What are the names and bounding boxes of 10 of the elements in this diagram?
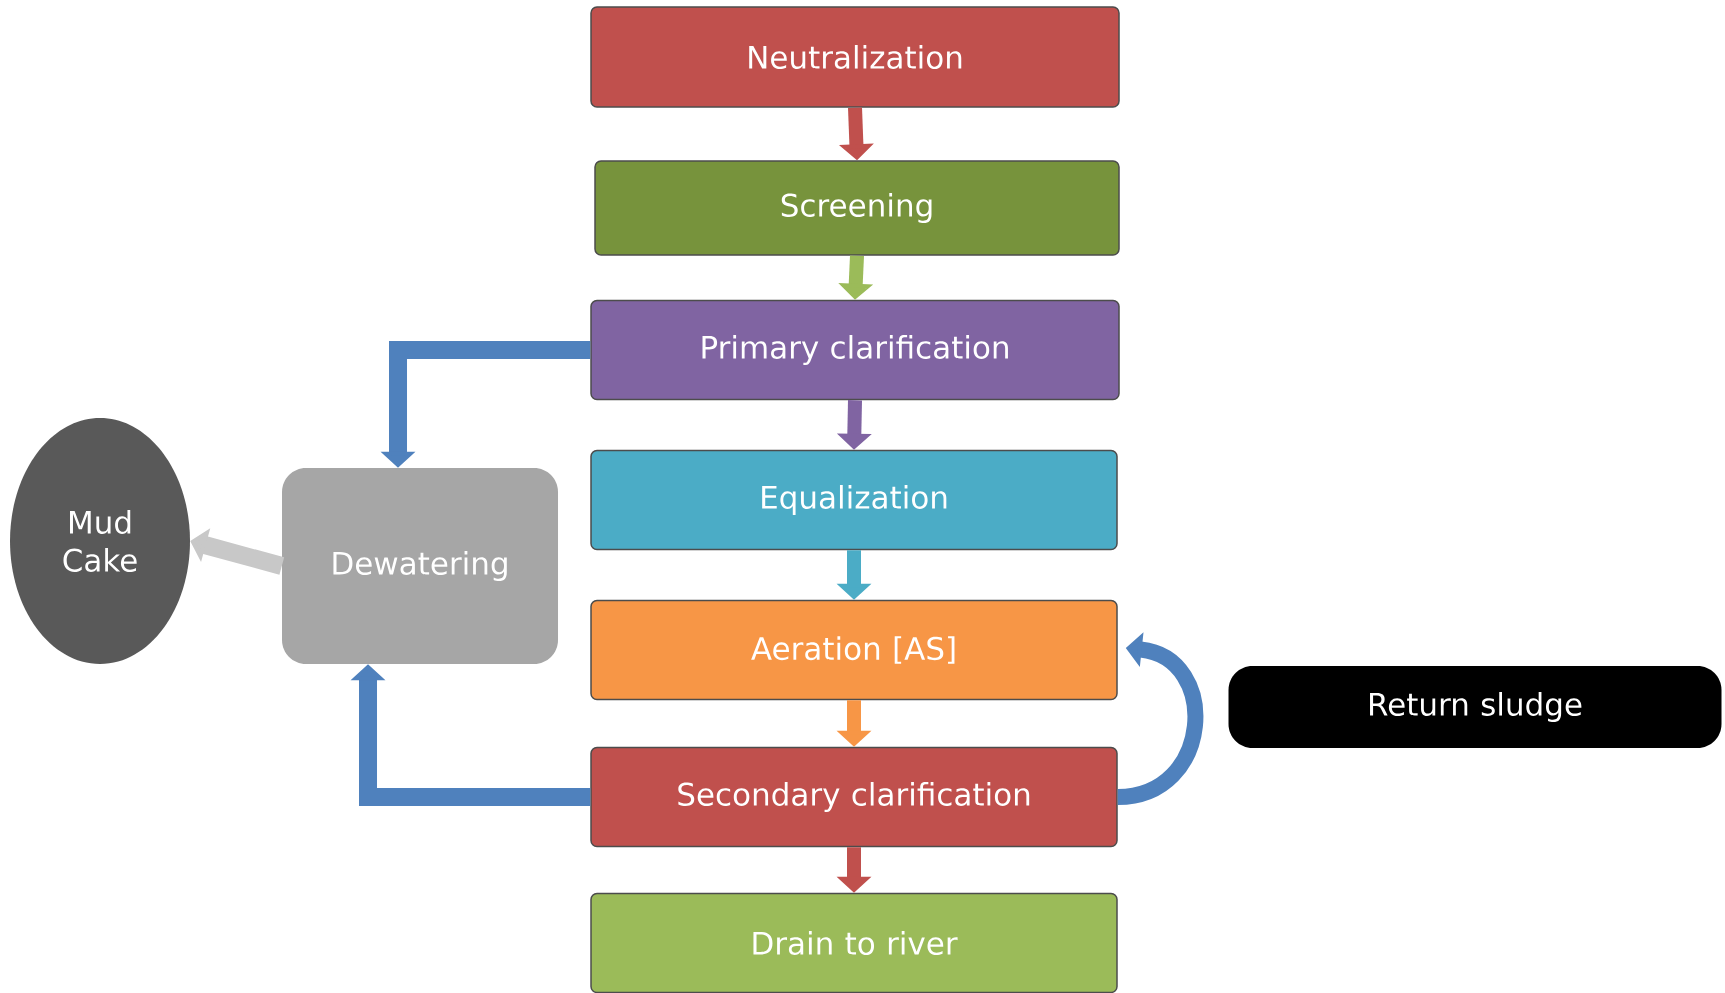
note-box: Return sludge bbox=[1228, 666, 1722, 748]
process-box: Neutralization bbox=[590, 6, 1120, 108]
arrow bbox=[350, 664, 591, 806]
process-box: Primary clarification bbox=[590, 299, 1120, 401]
process-box: Drain to river bbox=[590, 892, 1118, 993]
process-box: Aeration [AS] bbox=[590, 599, 1118, 701]
process-box: Dewatering bbox=[282, 468, 558, 664]
process-box: Screening bbox=[594, 160, 1120, 256]
process-box: Secondary clarification bbox=[590, 746, 1118, 848]
process-box: Equalization bbox=[590, 449, 1118, 551]
